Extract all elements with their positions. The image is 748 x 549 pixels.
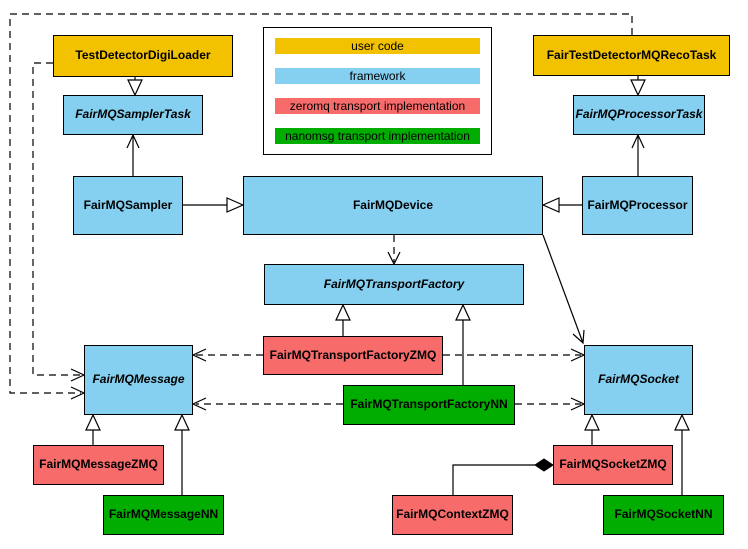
legend-item-zeromq: zeromq transport implementation — [275, 98, 480, 114]
class-box-fairmqsocket: FairMQSocket — [584, 345, 693, 415]
edge-inherits-fairmqtransportfactoryzmq-fairmqtransportfactory — [335, 303, 351, 336]
class-box-fairmqmessagezmq: FairMQMessageZMQ — [33, 445, 164, 485]
edge-depends-fairmqtransportfactorynn-fairmqsocket — [515, 397, 586, 411]
edge-depends-fairmqtransportfactoryzmq-fairmqmessage — [191, 348, 263, 362]
edge-inherits-fairmqtransportfactorynn-fairmqtransportfactory — [455, 303, 471, 385]
legend-item-nanomsg: nanomsg transport implementation — [275, 128, 480, 144]
edge-composition-fairmqsocketzmq-fairmqcontextzmq — [452, 458, 554, 495]
class-box-fairmqdevice: FairMQDevice — [243, 176, 543, 235]
edge-inherits-fairtestdetectormqrecotask-fairmqprocessortask — [630, 76, 646, 97]
class-box-fairtestdetectormqrecotask: FairTestDetectorMQRecoTask — [533, 35, 730, 76]
class-box-fairmqsocketzmq: FairMQSocketZMQ — [553, 445, 673, 485]
edge-inherits-fairmqmessagenn-fairmqmessage — [174, 413, 190, 495]
edge-uses-fairmqsampler-fairmqsamplertask — [126, 133, 140, 176]
class-box-fairmqtransportfactoryzmq: FairMQTransportFactoryZMQ — [263, 336, 443, 375]
class-box-fairmqsampler: FairMQSampler — [73, 176, 183, 235]
class-box-fairmqsamplertask: FairMQSamplerTask — [63, 95, 203, 135]
class-box-fairmqmessagenn: FairMQMessageNN — [103, 495, 224, 535]
class-box-fairmqprocessor: FairMQProcessor — [582, 176, 693, 235]
edge-inherits-fairmqsampler-fairmqdevice — [183, 197, 245, 213]
legend-item-user-code: user code — [275, 38, 480, 54]
class-box-fairmqsocketnn: FairMQSocketNN — [603, 495, 724, 535]
edge-inherits-fairmqsocketnn-fairmqsocket — [674, 413, 690, 495]
class-box-fairmqcontextzmq: FairMQContextZMQ — [392, 495, 513, 535]
class-box-fairmqtransportfactorynn: FairMQTransportFactoryNN — [343, 385, 515, 425]
edge-inherits-testdetectordigiloader-fairmqsamplertask — [127, 77, 143, 97]
edge-inherits-fairmqsocketzmq-fairmqsocket — [584, 413, 600, 445]
class-box-fairmqtransportfactory: FairMQTransportFactory — [264, 264, 524, 305]
edge-uses-fairmqprocessor-fairmqprocessortask — [631, 133, 645, 176]
class-box-fairmqmessage: FairMQMessage — [84, 345, 193, 415]
edge-depends-fairmqtransportfactoryzmq-fairmqsocket — [443, 348, 586, 362]
legend: user code framework zeromq transport imp… — [263, 27, 492, 155]
edge-depends-fairmqdevice-fairmqtransportfactory — [387, 235, 401, 266]
legend-item-framework: framework — [275, 68, 480, 84]
edge-inherits-fairmqprocessor-fairmqdevice — [541, 197, 582, 213]
class-box-testdetectordigiloader: TestDetectorDigiLoader — [53, 35, 233, 77]
edge-uses-fairmqdevice-fairmqsocket — [542, 234, 585, 345]
class-box-fairmqprocessortask: FairMQProcessorTask — [573, 95, 705, 135]
edge-depends-fairmqtransportfactorynn-fairmqmessage — [191, 397, 343, 411]
edge-inherits-fairmqmessagezmq-fairmqmessage — [85, 413, 101, 445]
